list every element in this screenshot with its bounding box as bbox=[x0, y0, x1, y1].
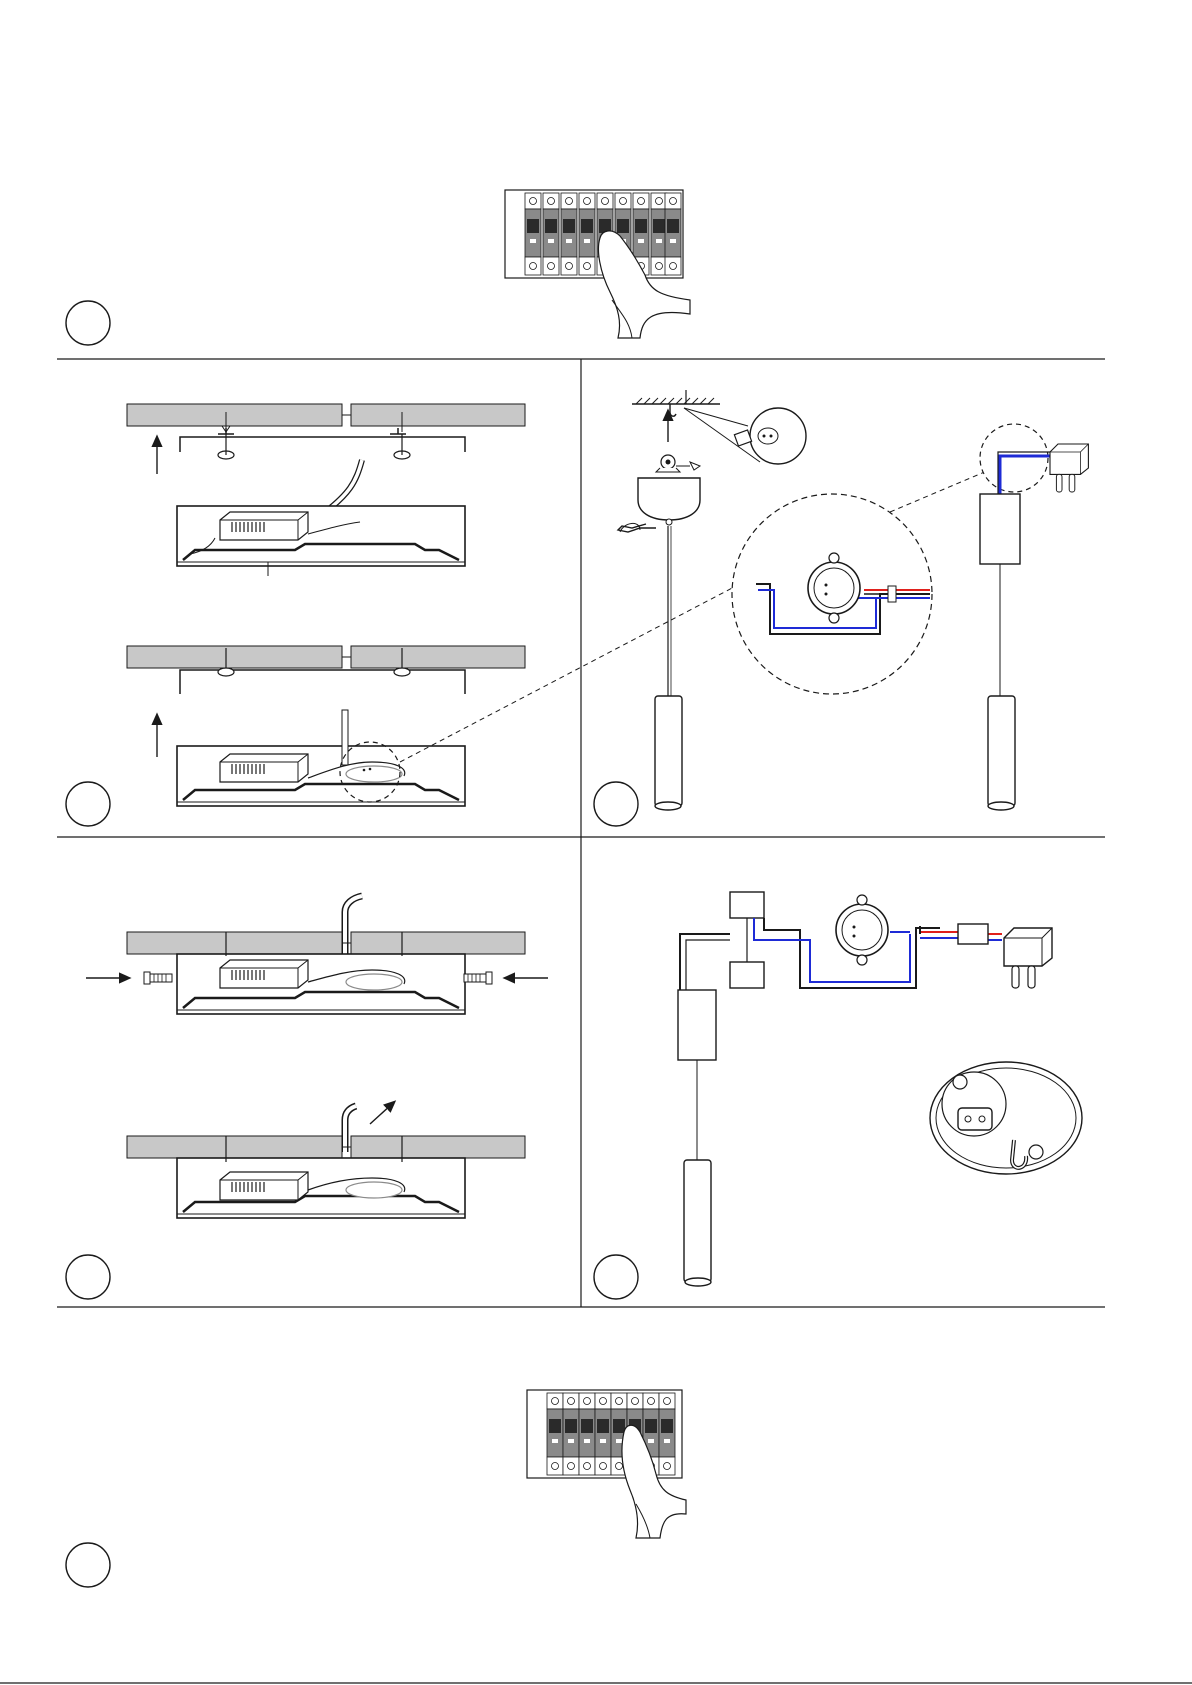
step-number-circle bbox=[66, 301, 110, 345]
step-number-circle bbox=[66, 1543, 110, 1587]
step-number-circle bbox=[594, 1255, 638, 1299]
arrow-up-right-icon bbox=[370, 1104, 392, 1124]
screw-icon bbox=[144, 972, 172, 984]
ceiling-hook-icon bbox=[930, 1062, 1082, 1174]
terminal-block-icon bbox=[958, 924, 988, 944]
terminal-block-icon bbox=[730, 962, 764, 988]
terminal-block-icon bbox=[836, 895, 888, 965]
step-5-wiring-connection bbox=[594, 892, 1082, 1299]
pendant-lamp-icon bbox=[655, 696, 682, 810]
step-number-circle bbox=[66, 1255, 110, 1299]
led-driver bbox=[220, 1172, 308, 1200]
terminal-block-icon bbox=[346, 766, 402, 782]
ceiling-bar bbox=[127, 932, 525, 954]
led-driver bbox=[220, 512, 308, 540]
led-driver bbox=[220, 960, 308, 988]
step-4-canopy-fixing bbox=[66, 896, 548, 1299]
screw-icon bbox=[464, 972, 492, 984]
led-driver bbox=[220, 754, 308, 782]
pendant-lamp-icon bbox=[684, 1160, 711, 1286]
ceiling-bar bbox=[127, 1136, 525, 1158]
breaker-panel-icon bbox=[505, 190, 683, 278]
step-number-circle bbox=[594, 782, 638, 826]
pendant-lamp-icon bbox=[988, 696, 1015, 810]
terminal-block-icon bbox=[730, 892, 764, 918]
ceiling-bar bbox=[127, 404, 525, 426]
breaker-panel-icon bbox=[527, 1390, 682, 1478]
ceiling-hook-icon bbox=[670, 404, 676, 416]
step-1-breaker-off bbox=[66, 190, 690, 345]
zoom-callout-icon bbox=[980, 424, 1048, 492]
step-2-canopy-mounting bbox=[66, 404, 736, 826]
step-3-pendant-hanging bbox=[594, 390, 1088, 826]
ceiling-canopy bbox=[618, 455, 700, 532]
step-6-breaker-on bbox=[66, 1390, 686, 1587]
ceiling-bar bbox=[127, 646, 525, 668]
step-number-circle bbox=[66, 782, 110, 826]
plug-icon bbox=[1050, 444, 1088, 492]
plug-icon bbox=[1004, 928, 1052, 988]
